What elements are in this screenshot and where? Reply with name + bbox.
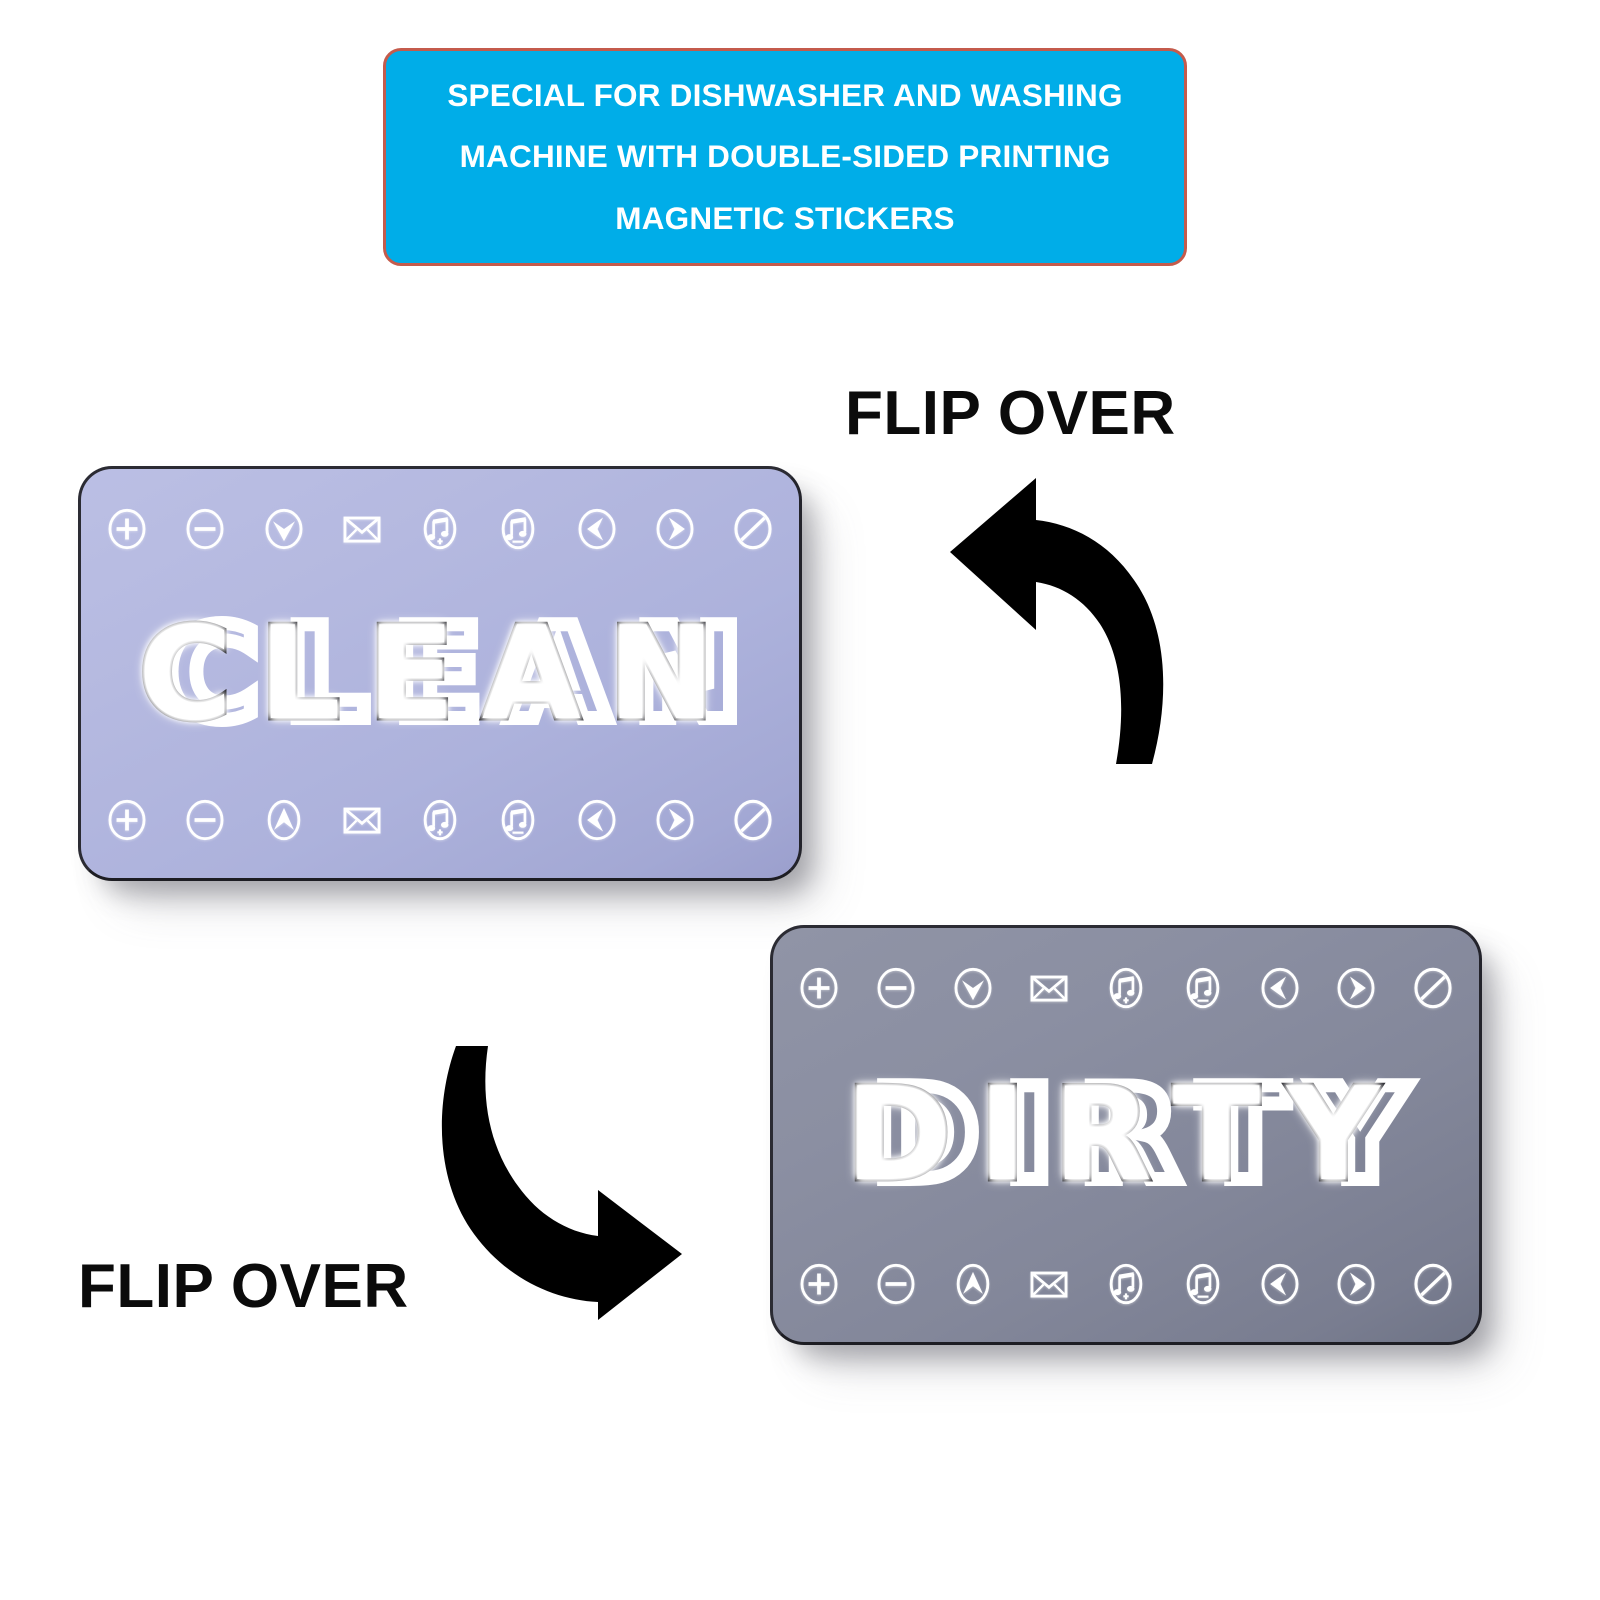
music-note-circle-icon xyxy=(418,507,462,551)
arrow-right-circle-icon xyxy=(1334,966,1378,1010)
curved-arrow-left-icon xyxy=(920,468,1200,764)
prohibited-circle-icon xyxy=(1411,1262,1455,1306)
magnet-word-glow: CLEAN xyxy=(158,599,769,749)
icon-strip-bottom xyxy=(773,1262,1479,1306)
plus-circle-icon xyxy=(105,798,149,842)
minus-circle-icon xyxy=(874,966,918,1010)
arrow-left-circle-icon xyxy=(1258,966,1302,1010)
minus-circle-icon xyxy=(874,1262,918,1306)
icon-strip-top xyxy=(773,966,1479,1010)
banner-line-1: SPECIAL FOR DISHWASHER AND WASHING xyxy=(447,76,1123,113)
arrow-right-circle-icon xyxy=(1334,1262,1378,1306)
magnet-dirty: DIRTY DIRTY xyxy=(770,925,1482,1345)
envelope-icon xyxy=(340,798,384,842)
minus-circle-icon xyxy=(183,507,227,551)
chevron-down-circle-icon xyxy=(951,966,995,1010)
arrow-left-circle-icon xyxy=(1258,1262,1302,1306)
magnet-word-glow: DIRTY xyxy=(865,1061,1434,1210)
music-note-circle-icon xyxy=(1181,966,1225,1010)
arrow-right-circle-icon xyxy=(653,507,697,551)
arrow-right-circle-icon xyxy=(653,798,697,842)
flip-over-label-top: FLIP OVER xyxy=(845,379,1176,448)
banner-line-3: MAGNETIC STICKERS xyxy=(615,199,955,236)
music-note-circle-icon xyxy=(1181,1262,1225,1306)
plus-circle-icon xyxy=(797,966,841,1010)
music-note-circle-icon xyxy=(496,798,540,842)
prohibited-circle-icon xyxy=(731,507,775,551)
minus-circle-icon xyxy=(183,798,227,842)
banner-line-2: MACHINE WITH DOUBLE-SIDED PRINTING xyxy=(459,138,1111,175)
icon-strip-bottom xyxy=(81,798,799,842)
flip-over-label-bottom: FLIP OVER xyxy=(78,1252,409,1321)
magnet-word-label: CLEAN xyxy=(136,599,742,749)
music-note-circle-icon xyxy=(1104,966,1148,1010)
magnet-word-clean: CLEAN CLEAN xyxy=(81,551,799,798)
music-note-circle-icon xyxy=(1104,1262,1148,1306)
prohibited-circle-icon xyxy=(731,798,775,842)
product-headline-banner: SPECIAL FOR DISHWASHER AND WASHING MACHI… xyxy=(383,48,1187,266)
curved-arrow-right-icon xyxy=(420,1040,700,1320)
music-note-circle-icon xyxy=(418,798,462,842)
plus-circle-icon xyxy=(797,1262,841,1306)
chevron-up-circle-icon xyxy=(262,798,306,842)
arrow-left-circle-icon xyxy=(575,507,619,551)
magnet-word-label: DIRTY xyxy=(843,1061,1407,1210)
envelope-icon xyxy=(1027,966,1071,1010)
arrow-left-circle-icon xyxy=(575,798,619,842)
envelope-icon xyxy=(1027,1262,1071,1306)
prohibited-circle-icon xyxy=(1411,966,1455,1010)
plus-circle-icon xyxy=(105,507,149,551)
magnet-clean: CLEAN CLEAN xyxy=(78,466,802,881)
chevron-down-circle-icon xyxy=(262,507,306,551)
magnet-word-dirty: DIRTY DIRTY xyxy=(773,1010,1479,1262)
chevron-up-circle-icon xyxy=(951,1262,995,1306)
music-note-circle-icon xyxy=(496,507,540,551)
envelope-icon xyxy=(340,507,384,551)
icon-strip-top xyxy=(81,507,799,551)
